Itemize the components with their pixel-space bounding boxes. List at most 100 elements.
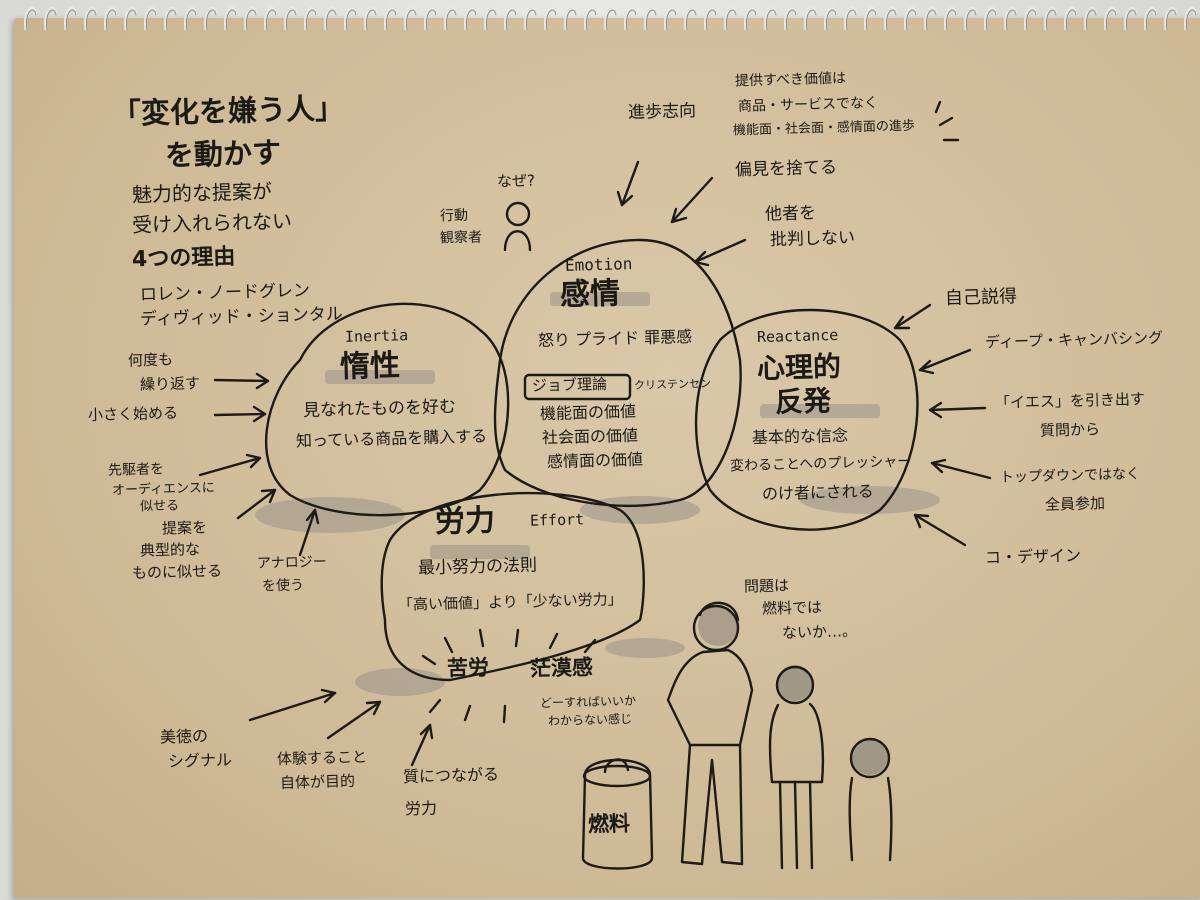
spiral-ring-shadow	[785, 9, 797, 31]
spiral-ring-shadow	[105, 9, 117, 31]
spiral-ring-shadow	[945, 9, 957, 31]
spiral-ring-shadow	[245, 9, 257, 31]
spiral-ring-shadow	[1025, 9, 1037, 31]
spiral-ring-shadow	[805, 9, 817, 31]
spiral-ring-shadow	[1045, 9, 1057, 31]
spiral-ring-shadow	[285, 9, 297, 31]
note-analogy-2: を使う	[261, 577, 305, 595]
note-proposal-1: 提案を	[161, 518, 208, 538]
fuel-can-label: 燃料	[587, 811, 631, 837]
spiral-ring-shadow	[985, 9, 997, 31]
spiral-ring-shadow	[85, 9, 97, 31]
spiral-ring-shadow	[365, 9, 377, 31]
spiral-ring-shadow	[225, 9, 237, 31]
least-effort-law: 最小努力の法則	[417, 555, 538, 579]
job-theory-label: ジョブ理論	[531, 375, 608, 395]
spiral-ring-shadow	[965, 9, 977, 31]
sketchbook-page	[14, 18, 1200, 898]
note-progress-orientation: 進歩志向	[627, 101, 697, 123]
spiral-ring-shadow	[825, 9, 837, 31]
note-analogy-1: アナロジー	[256, 554, 327, 572]
note-pioneer-1: 先駆者を	[107, 461, 165, 479]
virtue-signal-2: シグナル	[167, 750, 233, 771]
effort-en-label: Effort	[529, 510, 585, 530]
spiral-ring-shadow	[125, 9, 137, 31]
spiral-ring-shadow	[25, 9, 37, 31]
vagueness-word: 茫漠感	[529, 655, 594, 681]
spiral-ring-shadow	[845, 9, 857, 31]
observer-label-1: 行動	[439, 207, 469, 225]
note-repeat-2: 繰り返す	[139, 374, 201, 394]
fuel-question-2: 燃料では	[761, 598, 823, 618]
note-pioneer-3: 似せる	[139, 498, 180, 515]
hardship-word: 苦労	[446, 655, 490, 681]
spiral-ring-shadow	[405, 9, 417, 31]
quality-effort-2: 労力	[404, 798, 438, 819]
spiral-ring-shadow	[485, 9, 497, 31]
note-co-design: コ・デザイン	[984, 545, 1082, 568]
emotional-value: 感情面の価値	[546, 449, 644, 472]
spiral-ring-shadow	[185, 9, 197, 31]
spiral-ring-shadow	[865, 9, 877, 31]
functional-value: 機能面の価値	[539, 401, 637, 424]
spiral-ring-shadow	[645, 9, 657, 31]
spiral-ring-shadow	[1005, 9, 1017, 31]
reactance-en-label: Reactance	[756, 325, 839, 347]
note-value-1: 提供すべき価値は	[734, 70, 847, 90]
spiral-ring-shadow	[1165, 9, 1177, 31]
emotion-en-label: Emotion	[564, 254, 633, 275]
effort-jp-label: 労力	[434, 503, 496, 540]
reactance-desc-3: のけ者にされる	[761, 481, 874, 504]
social-value: 社会面の価値	[541, 425, 639, 448]
virtue-signal-1: 美徳の	[159, 726, 209, 747]
spiral-ring-shadow	[685, 9, 697, 31]
inertia-jp-label: 惰性	[339, 348, 401, 385]
title-line-1: 「変化を嫌う人」	[111, 90, 345, 132]
spiral-ring-shadow	[925, 9, 937, 31]
spiral-ring-shadow	[705, 9, 717, 31]
spiral-ring-shadow	[305, 9, 317, 31]
emotion-jp-label: 感情	[559, 276, 621, 313]
spiral-ring-shadow	[725, 9, 737, 31]
spiral-ring-shadow	[1125, 9, 1137, 31]
why-question: なぜ?	[496, 171, 536, 191]
note-top-down-2: 全員参加	[1044, 494, 1106, 514]
spiral-ring-shadow	[625, 9, 637, 31]
unsure-note-2: わからない感じ	[547, 711, 633, 729]
spiral-ring-shadow	[1145, 9, 1157, 31]
note-proposal-2: 典型的な	[139, 540, 201, 560]
spiral-ring-shadow	[605, 9, 617, 31]
spiral-ring-shadow	[145, 9, 157, 31]
note-proposal-3: ものに似せる	[131, 561, 223, 583]
title-line-2: を動かす	[164, 135, 282, 173]
note-start-small: 小さく始める	[87, 403, 179, 425]
experience-purpose-1: 体験すること	[276, 747, 368, 769]
fuel-question-3: ないか…。	[781, 622, 858, 642]
spiral-ring-shadow	[325, 9, 337, 31]
observer-label-2: 観察者	[439, 229, 483, 247]
note-repeat-1: 何度も	[127, 350, 174, 370]
spiral-ring-shadow	[1185, 9, 1197, 31]
spiral-ring-shadow	[885, 9, 897, 31]
spiral-ring-shadow	[165, 9, 177, 31]
subtitle-line-2: 受け入れられない	[131, 208, 293, 238]
reactance-desc-1: 基本的な信念	[751, 425, 849, 448]
spiral-binding	[23, 7, 1198, 31]
spiral-ring-shadow	[565, 9, 577, 31]
reactance-jp-label-1: 心理的	[756, 349, 842, 386]
spiral-ring-shadow	[585, 9, 597, 31]
note-pioneer-2: オーディエンスに	[111, 480, 215, 499]
spiral-ring-shadow	[905, 9, 917, 31]
christensen-label: クリステンセン	[633, 376, 712, 393]
spiral-ring-shadow	[425, 9, 437, 31]
spiral-ring-shadow	[745, 9, 757, 31]
spiral-ring-shadow	[765, 9, 777, 31]
note-discard-bias: 偏見を捨てる	[734, 157, 838, 181]
spiral-ring-shadow	[465, 9, 477, 31]
spiral-ring-shadow	[545, 9, 557, 31]
subtitle-line-1: 魅力的な提案が	[131, 179, 273, 207]
note-self-persuasion: 自己説得	[944, 286, 1018, 309]
spiral-ring-shadow	[205, 9, 217, 31]
experience-purpose-2: 自体が目的	[279, 772, 356, 792]
